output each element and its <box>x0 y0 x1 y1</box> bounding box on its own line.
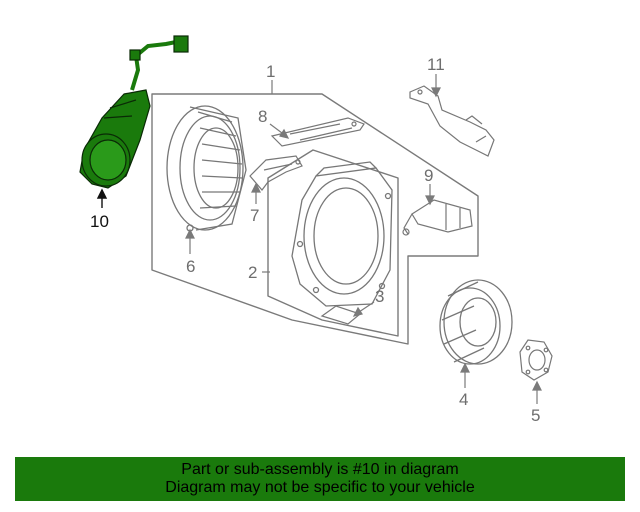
callout-8: 8 <box>258 107 267 126</box>
arrow-7 <box>251 182 261 193</box>
banner-line-1: Part or sub-assembly is #10 in diagram <box>181 461 459 478</box>
callout-7: 7 <box>250 206 259 225</box>
arrow-6 <box>185 228 195 239</box>
callout-4: 4 <box>459 390 468 409</box>
part-9-connector <box>402 199 473 236</box>
callout-2: 2 <box>248 263 257 282</box>
callout-3: 3 <box>375 287 384 306</box>
info-banner: Part or sub-assembly is #10 in diagram D… <box>15 457 625 501</box>
part-4-rotor <box>439 279 513 365</box>
part-7-small-bracket <box>249 155 303 191</box>
banner-line-2: Diagram may not be specific to your vehi… <box>165 479 475 496</box>
part-10-sensor-highlighted <box>79 35 189 189</box>
callout-10: 10 <box>90 212 109 231</box>
arrow-4 <box>460 362 470 373</box>
part-11-mount-bracket <box>409 85 495 157</box>
assembly-1-outline <box>151 93 479 345</box>
arrow-11 <box>431 87 441 98</box>
callout-6: 6 <box>186 257 195 276</box>
arrow-9 <box>425 195 435 206</box>
part-2-inner-housing <box>291 161 393 307</box>
arrow-8 <box>279 128 290 139</box>
callout-5: 5 <box>531 406 540 425</box>
arrow-3 <box>352 306 363 317</box>
callout-9: 9 <box>424 166 433 185</box>
assembly-2-outline <box>267 149 399 337</box>
part-8-bracket-plate <box>270 117 365 147</box>
arrow-5 <box>532 380 542 391</box>
part-5-hub-plate <box>519 339 553 381</box>
arrow-10 <box>96 188 108 199</box>
part-6-housing-cover <box>166 105 247 232</box>
parts-diagram: 1 2 3 4 5 6 7 8 9 10 11 <box>79 35 553 425</box>
callout-11: 11 <box>427 55 445 74</box>
callout-1: 1 <box>266 62 275 81</box>
